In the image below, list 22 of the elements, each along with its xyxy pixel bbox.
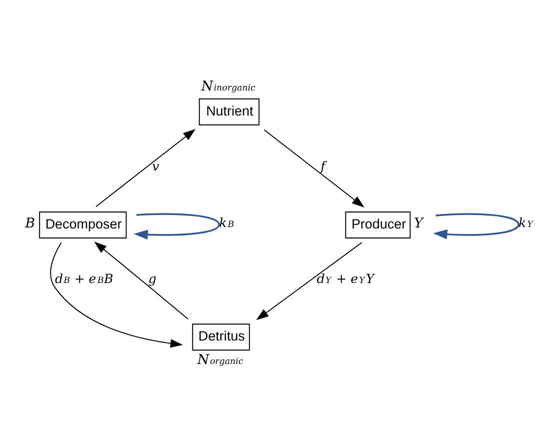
edge-label: kB xyxy=(219,214,234,230)
edge-label: f xyxy=(320,158,326,173)
node-label: Norganic xyxy=(197,351,244,368)
node-box: Decomposer xyxy=(39,211,127,238)
edge-label: g xyxy=(148,270,156,286)
arrow xyxy=(256,242,362,320)
arrow xyxy=(50,242,183,348)
node-label: Y xyxy=(414,215,423,232)
arrow xyxy=(134,212,220,240)
edge-label: kY xyxy=(518,214,533,230)
edge-label: dB + eBB xyxy=(54,270,114,286)
node-box: Nutrient xyxy=(198,98,260,125)
node-box: Producer xyxy=(345,211,411,238)
arrow xyxy=(433,212,520,239)
node-label: B xyxy=(25,215,36,232)
arrow xyxy=(94,241,189,320)
edge-label: v xyxy=(152,158,160,173)
node-label: Ninorganic xyxy=(201,78,256,94)
edge-label: dY + eYY xyxy=(316,270,374,286)
arrow xyxy=(96,128,196,207)
node-box: Detritus xyxy=(192,323,250,350)
arrow xyxy=(264,128,364,207)
